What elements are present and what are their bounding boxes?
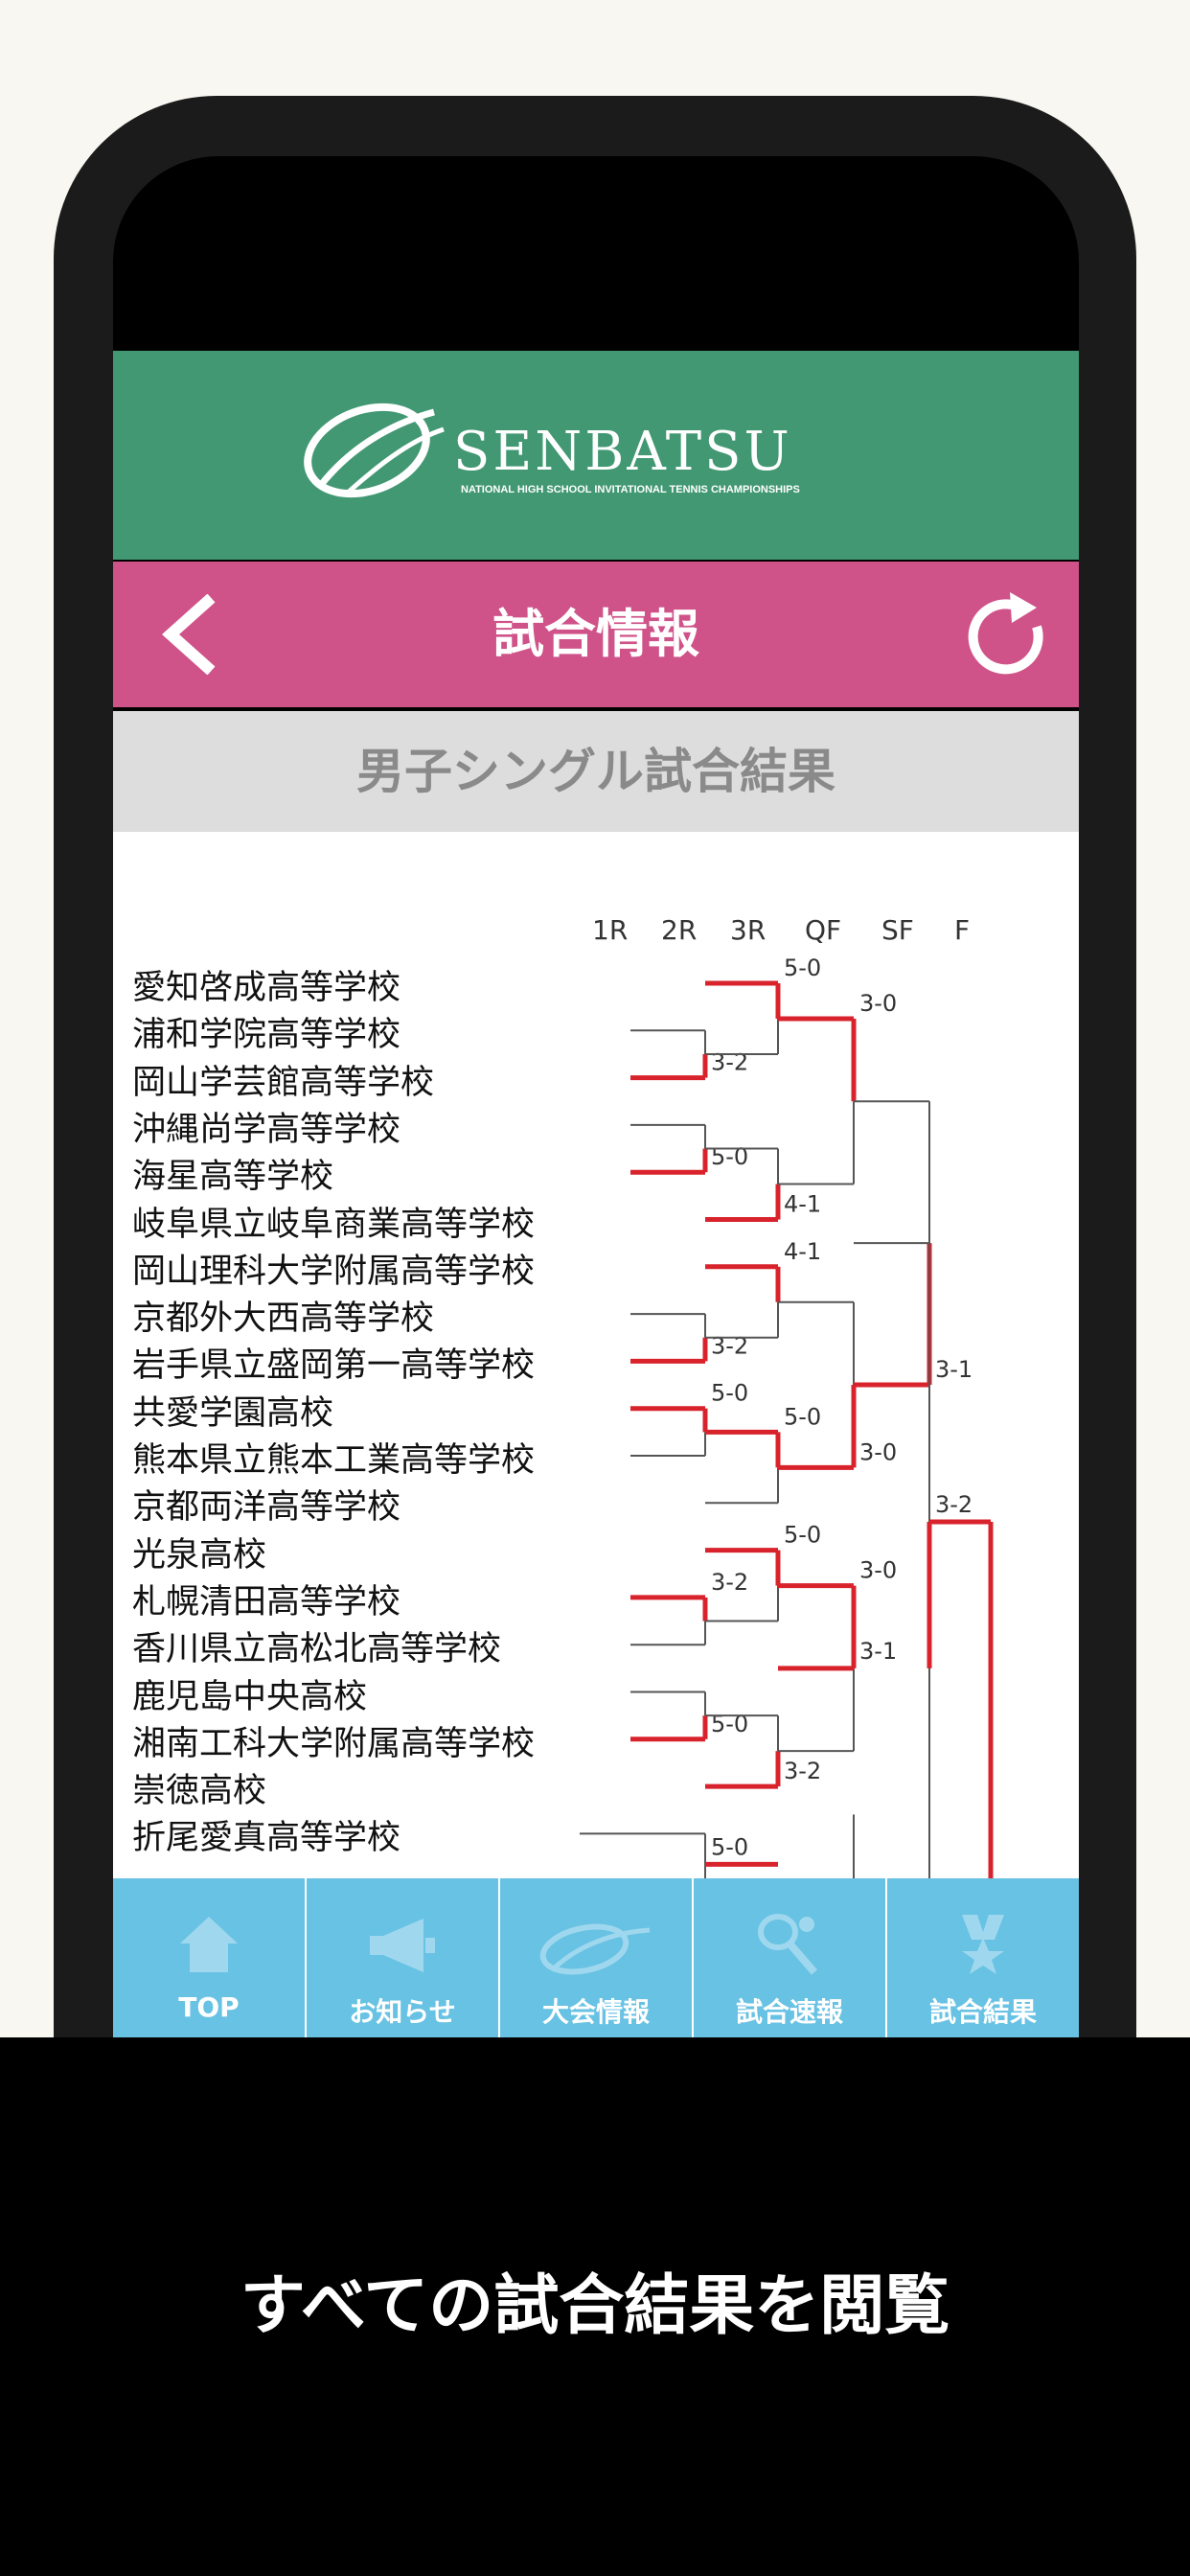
bottom-tab-bar: TOP お知らせ 大会情報 試合速報 試合結果 (113, 1878, 1079, 2037)
player-name: 京都両洋高等学校 (132, 1488, 401, 1528)
player-name: 岡山学芸館高等学校 (132, 1063, 435, 1102)
tab-label: TOP (178, 1991, 240, 2023)
match-score: 3-0 (859, 1557, 897, 1584)
match-score: 3-2 (711, 1332, 748, 1359)
player-name: 札幌清田高等学校 (132, 1582, 401, 1622)
player-name: 岐阜県立岐阜商業高等学校 (132, 1205, 536, 1244)
match-score: 3-2 (711, 1569, 748, 1596)
bracket-area: 1R 2R 3R QF SF F 3-2 5-0 5-0 4-1 3-0 3-2 4-1 5-0 5-0 3-… (113, 832, 1079, 1878)
app-header: SENBATSU NATIONAL HIGH SCHOOL INVITATION… (113, 351, 1079, 560)
medal-icon (962, 1915, 1004, 1974)
marketing-caption: すべての試合結果を閲覧 (240, 2268, 950, 2344)
match-score: 5-0 (711, 1833, 748, 1860)
player-name: 浦和学院高等学校 (132, 1016, 401, 1055)
tournament-bracket: 1R 2R 3R QF SF F 3-2 5-0 5-0 4-1 3-0 3-2 4-1 5-0 5-0 3-… (580, 914, 994, 1878)
caption-band (0, 2037, 1190, 2576)
player-name: 鹿児島中央高校 (132, 1677, 368, 1716)
match-score: 5-0 (711, 1143, 748, 1170)
tab-label: 試合結果 (928, 1996, 1037, 2028)
match-score: 5-0 (711, 1380, 748, 1407)
senbatsu-logo: SENBATSU NATIONAL HIGH SCHOOL INVITATION… (304, 402, 800, 498)
back-chevron-icon[interactable] (151, 594, 232, 675)
player-name: 沖縄尚学高等学校 (132, 1110, 401, 1149)
player-name: 崇徳高校 (132, 1772, 267, 1811)
player-name: 香川県立高松北高等学校 (132, 1630, 502, 1669)
match-score: 4-1 (784, 1238, 821, 1265)
page-title: 試合情報 (492, 604, 699, 664)
player-name: 岩手県立盛岡第一高等学校 (132, 1346, 536, 1386)
logo-wordmark: SENBATSU (453, 421, 792, 483)
round-header: F (954, 914, 970, 946)
match-score: 3-0 (859, 990, 897, 1017)
player-name: 愛知啓成高等学校 (132, 969, 401, 1007)
tennis-racket-icon (758, 1914, 818, 1975)
match-score: 5-0 (784, 1522, 821, 1549)
player-name: 岡山理科大学附属高等学校 (132, 1252, 536, 1291)
match-score: 5-0 (784, 954, 821, 981)
refresh-icon[interactable] (962, 590, 1054, 682)
match-score: 5-0 (711, 1711, 748, 1737)
match-score: 3-1 (859, 1638, 897, 1665)
tab-label: 大会情報 (541, 1996, 650, 2028)
round-header: SF (881, 914, 914, 946)
section-title: 男子シングル試合結果 (113, 711, 1079, 832)
title-bar: 試合情報 (113, 562, 1079, 707)
home-icon (180, 1917, 238, 1972)
player-name: 湘南工科大学附属高等学校 (132, 1724, 536, 1763)
match-score: 5-0 (784, 1403, 821, 1430)
match-score: 3-1 (935, 1356, 973, 1383)
tab-live-scores[interactable]: 試合速報 (694, 1878, 887, 2037)
tournament-logo-icon (539, 1923, 651, 1975)
player-name: 京都外大西高等学校 (132, 1300, 435, 1339)
player-name: 熊本県立熊本工業高等学校 (132, 1441, 536, 1480)
megaphone-icon (370, 1919, 435, 1972)
round-header: 3R (730, 914, 766, 946)
match-score: 3-2 (711, 1049, 748, 1076)
tab-label: 試合速報 (735, 1996, 843, 2028)
match-score: 4-1 (784, 1191, 821, 1218)
tab-top[interactable]: TOP (113, 1878, 307, 2037)
tab-label: お知らせ (349, 1996, 456, 2028)
player-name: 光泉高校 (132, 1535, 267, 1575)
match-score: 3-2 (935, 1491, 973, 1518)
tab-results[interactable]: 試合結果 (887, 1878, 1079, 2037)
player-name: 折尾愛真高等学校 (132, 1819, 401, 1858)
match-score: 3-2 (784, 1758, 821, 1784)
logo-subtext: NATIONAL HIGH SCHOOL INVITATIONAL TENNIS… (461, 484, 800, 495)
player-name: 海星高等学校 (132, 1158, 334, 1197)
match-score: 3-0 (859, 1438, 897, 1465)
round-header: 2R (661, 914, 697, 946)
round-header: 1R (592, 914, 628, 946)
tab-news[interactable]: お知らせ (307, 1878, 500, 2037)
tab-tournament-info[interactable]: 大会情報 (500, 1878, 694, 2037)
player-name: 共愛学園高校 (132, 1393, 334, 1433)
round-header: QF (805, 914, 841, 946)
